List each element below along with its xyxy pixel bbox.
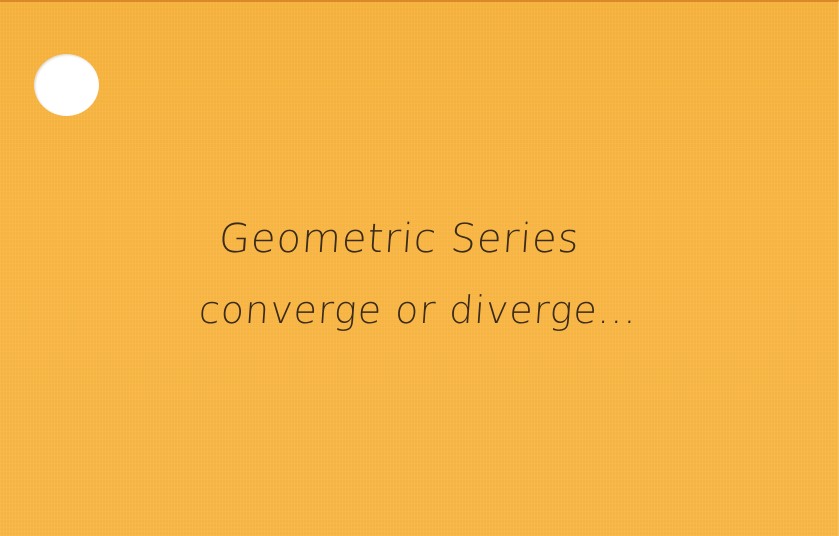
- card-subtitle-text: converge or diverge...: [197, 288, 639, 332]
- punch-hole: [34, 54, 99, 116]
- card-title-text: Geometric Series: [217, 216, 582, 262]
